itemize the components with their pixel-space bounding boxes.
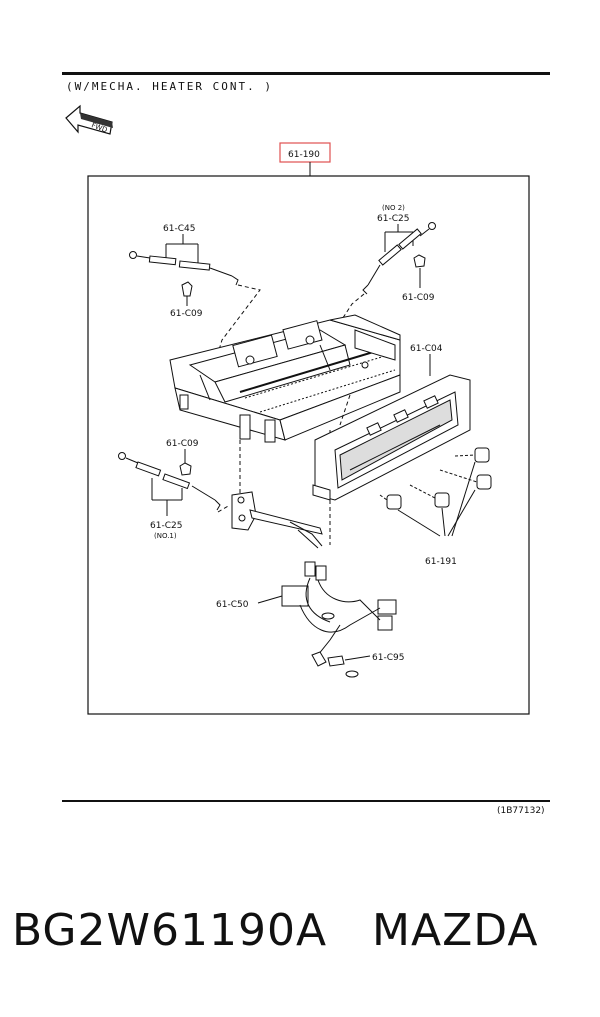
- brand-name: MAZDA: [372, 905, 539, 956]
- rod-c25-no2-group: (NO 2) 61-C25 61-C09: [334, 204, 436, 331]
- callout-c25-no1-note: (NO.1): [154, 532, 177, 540]
- callout-knobs[interactable]: 61-191: [425, 557, 457, 567]
- bottom-rule: [62, 800, 550, 802]
- callout-c04[interactable]: 61-C04: [410, 344, 443, 354]
- callout-c45[interactable]: 61-C45: [163, 224, 195, 234]
- callout-c09-mid-left[interactable]: 61-C09: [166, 439, 199, 449]
- callout-c09-top-left[interactable]: 61-C09: [170, 309, 203, 319]
- knobs-191: [379, 447, 492, 537]
- part-number: BG2W61190A: [12, 905, 328, 956]
- heater-control-mechanism: [169, 314, 401, 443]
- part-number-line: BG2W61190A MAZDA: [12, 905, 538, 956]
- wire-harness-c50: [281, 561, 397, 678]
- callout-c25-no1[interactable]: 61-C25: [150, 521, 182, 531]
- reference-code: (1B77132): [497, 806, 545, 816]
- diagram-frame: [87, 175, 530, 715]
- parts-diagram: FWD 61-190 61-C45 61-C09 (NO 2) 61-C25: [65, 104, 530, 715]
- rod-c25-no1-group: 61-C09 61-C25 (NO.1): [118, 439, 231, 540]
- linkage-plate: [231, 491, 323, 549]
- top-rule: [62, 72, 550, 75]
- fwd-arrow-icon: FWD: [65, 104, 113, 135]
- control-panel-c04: 61-C04: [312, 344, 471, 501]
- callout-c09-top-right[interactable]: 61-C09: [402, 293, 435, 303]
- callout-c95[interactable]: 61-C95: [372, 653, 404, 663]
- main-part-label[interactable]: 61-190: [288, 150, 320, 160]
- diagram-heading: (W/MECHA. HEATER CONT. ): [66, 80, 273, 93]
- main-part-highlight: [279, 142, 331, 163]
- callout-c50[interactable]: 61-C50: [216, 600, 249, 610]
- callout-c25-no2-note: (NO 2): [382, 204, 405, 212]
- callout-c25-no2[interactable]: 61-C25: [377, 214, 409, 224]
